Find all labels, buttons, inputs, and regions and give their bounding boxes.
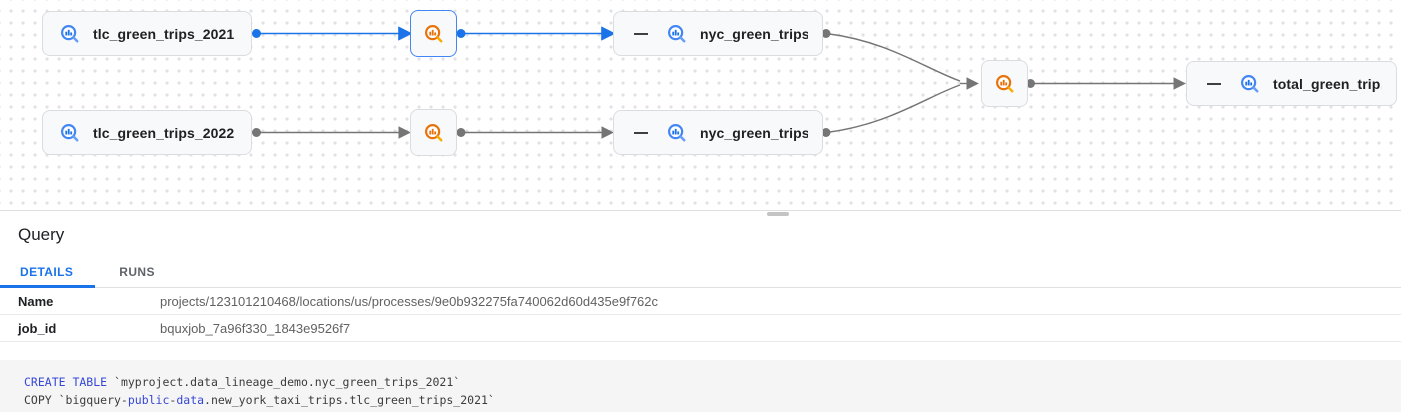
- bigquery-table-icon: [59, 122, 81, 144]
- process-node-selected[interactable]: [410, 10, 457, 57]
- bigquery-process-icon: [423, 23, 445, 45]
- sql-keyword: CREATE TABLE: [24, 375, 108, 389]
- bigquery-table-icon: [1239, 73, 1261, 95]
- collapse-icon[interactable]: [1207, 77, 1221, 91]
- detail-value: bquxjob_7a96f330_1843e9526f7: [160, 320, 351, 336]
- lineage-edges: [252, 26, 1186, 139]
- sql-keyword: data: [176, 393, 205, 407]
- lineage-graph-canvas[interactable]: tlc_green_trips_2021 nyc_green_trips… tl…: [0, 0, 1401, 211]
- table-node-nyc-green-trips-2021[interactable]: nyc_green_trips…: [613, 11, 823, 56]
- bigquery-table-icon: [666, 122, 688, 144]
- node-label: nyc_green_trips…: [700, 25, 808, 42]
- tab-details[interactable]: DETAILS: [0, 259, 96, 288]
- sql-text: COPY `bigquery-: [24, 393, 128, 407]
- node-label: tlc_green_trips_2022: [93, 124, 235, 141]
- sql-code-block: CREATE TABLE `myproject.data_lineage_dem…: [0, 360, 1401, 412]
- sql-keyword: public: [127, 393, 170, 407]
- details-panel: Query DETAILS RUNS Name projects/1231012…: [0, 212, 1401, 412]
- sql-text: .new_york_taxi_trips.tlc_green_trips_202…: [204, 393, 495, 407]
- bigquery-process-icon: [994, 73, 1016, 95]
- collapse-icon[interactable]: [634, 27, 648, 41]
- panel-resize-handle[interactable]: [767, 212, 789, 216]
- table-node-tlc-green-trips-2022[interactable]: tlc_green_trips_2022: [42, 110, 252, 155]
- panel-tabs: DETAILS RUNS: [0, 259, 1401, 288]
- bigquery-process-icon: [423, 122, 445, 144]
- node-label: nyc_green_trips…: [700, 124, 808, 141]
- process-node[interactable]: [410, 109, 457, 156]
- detail-row-job-id: job_id bquxjob_7a96f330_1843e9526f7: [0, 315, 1401, 342]
- process-node-union[interactable]: [981, 60, 1028, 107]
- table-node-tlc-green-trips-2021[interactable]: tlc_green_trips_2021: [42, 11, 252, 56]
- node-label: tlc_green_trips_2021: [93, 25, 235, 42]
- bigquery-table-icon: [59, 23, 81, 45]
- table-node-total-green-trips[interactable]: total_green_trip…: [1186, 61, 1397, 106]
- sql-text: `myproject.data_lineage_demo.nyc_green_t…: [107, 375, 461, 389]
- collapse-icon[interactable]: [634, 126, 648, 140]
- detail-row-name: Name projects/123101210468/locations/us/…: [0, 288, 1401, 315]
- detail-label: Name: [18, 293, 54, 309]
- tab-runs[interactable]: RUNS: [119, 265, 155, 279]
- table-node-nyc-green-trips-2022[interactable]: nyc_green_trips…: [613, 110, 823, 155]
- bigquery-table-icon: [666, 23, 688, 45]
- detail-value: projects/123101210468/locations/us/proce…: [160, 293, 659, 309]
- detail-label: job_id: [18, 320, 57, 336]
- sql-text: -: [169, 393, 177, 407]
- node-label: total_green_trip…: [1273, 75, 1382, 92]
- panel-title: Query: [18, 225, 65, 244]
